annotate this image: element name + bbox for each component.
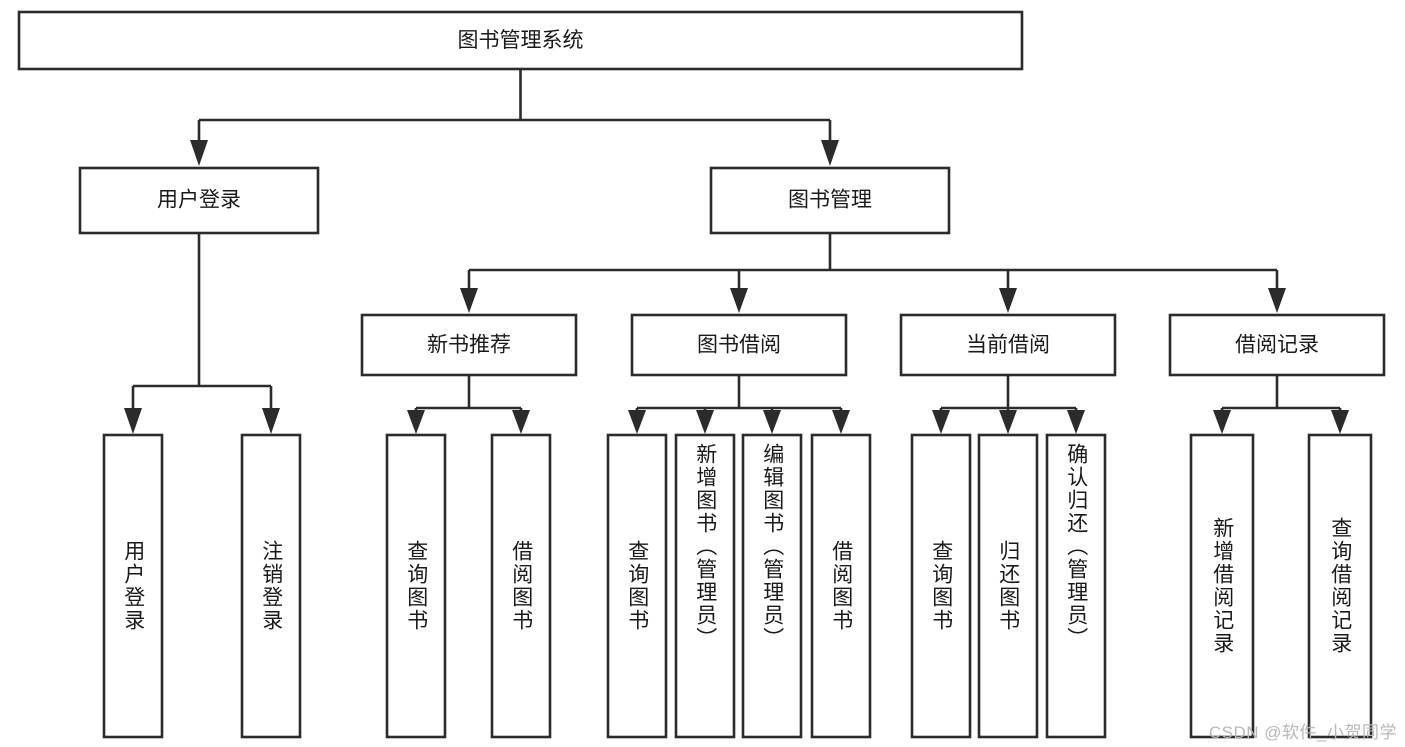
connector-group-record	[1213, 375, 1349, 434]
node-leaf-query-book-1[interactable]	[385, 433, 447, 739]
node-leaf-query-borrow-record[interactable]	[1307, 433, 1373, 739]
watermark-text: CSDN @软件_小贺同学	[1208, 723, 1397, 742]
node-book-management-label: 图书管理	[788, 189, 872, 212]
connector-group-bookmgmt	[460, 233, 1286, 313]
node-book-borrow-label: 图书借阅	[697, 334, 781, 357]
node-leaf-add-book-admin[interactable]	[674, 433, 736, 739]
arrow-head-login-to-leaf1	[124, 408, 142, 434]
node-borrow-record[interactable]	[1168, 313, 1386, 377]
node-new-book-recommend[interactable]	[360, 313, 578, 377]
arrow-head-current-to-l3	[1067, 410, 1085, 434]
arrow-head-login-to-leaf2	[262, 408, 280, 434]
node-leaf-add-borrow-record[interactable]	[1189, 433, 1255, 739]
arrow-head-bookmgmt-to-c2	[730, 288, 748, 313]
arrow-head-record-to-l2	[1331, 410, 1349, 434]
connector-group-root	[190, 69, 839, 166]
node-leaf-user-login[interactable]	[102, 433, 164, 739]
node-root-label: 图书管理系统	[458, 29, 584, 52]
arrow-head-current-to-l1	[932, 410, 950, 434]
arrow-head-borrow-to-l2	[696, 410, 714, 434]
arrow-head-newbook-to-l2	[512, 410, 530, 434]
connector-group-login	[124, 233, 280, 434]
arrow-head-bookmgmt-to-c1	[460, 288, 478, 313]
node-new-book-recommend-label: 新书推荐	[427, 334, 511, 357]
node-leaf-logout[interactable]	[240, 433, 302, 739]
connector-group-borrow	[628, 375, 850, 434]
connector-group-newbook	[407, 375, 530, 434]
arrow-head-borrow-to-l1	[628, 410, 646, 434]
arrow-head-borrow-to-l4	[832, 410, 850, 434]
node-user-login-label: 用户登录	[157, 189, 241, 212]
node-leaf-borrow-book-2[interactable]	[810, 433, 872, 739]
arrow-head-record-to-l1	[1213, 410, 1231, 434]
node-current-borrow-label: 当前借阅	[966, 334, 1050, 357]
node-leaf-borrow-book-1[interactable]	[490, 433, 552, 739]
node-book-borrow[interactable]	[630, 313, 848, 377]
node-leaf-query-book-3[interactable]	[910, 433, 972, 739]
node-leaf-query-book-2[interactable]	[606, 433, 668, 739]
arrow-head-bookmgmt-to-c3	[999, 288, 1017, 313]
node-user-login[interactable]	[78, 166, 320, 235]
arrow-head-root-to-login	[190, 140, 208, 166]
node-leaf-confirm-return-admin[interactable]	[1045, 433, 1107, 739]
node-root[interactable]	[17, 10, 1024, 71]
node-book-management[interactable]	[709, 166, 951, 235]
node-current-borrow[interactable]	[899, 313, 1117, 377]
node-leaf-return-book[interactable]	[977, 433, 1039, 739]
arrow-head-borrow-to-l3	[763, 410, 781, 434]
connector-group-current	[932, 375, 1085, 434]
node-leaf-edit-book-admin[interactable]	[741, 433, 803, 739]
arrow-head-bookmgmt-to-c4	[1268, 288, 1286, 313]
arrow-head-root-to-bookmgmt	[821, 140, 839, 166]
arrow-head-current-to-l2	[999, 410, 1017, 434]
arrow-head-newbook-to-l1	[407, 410, 425, 434]
node-borrow-record-label: 借阅记录	[1235, 334, 1319, 357]
